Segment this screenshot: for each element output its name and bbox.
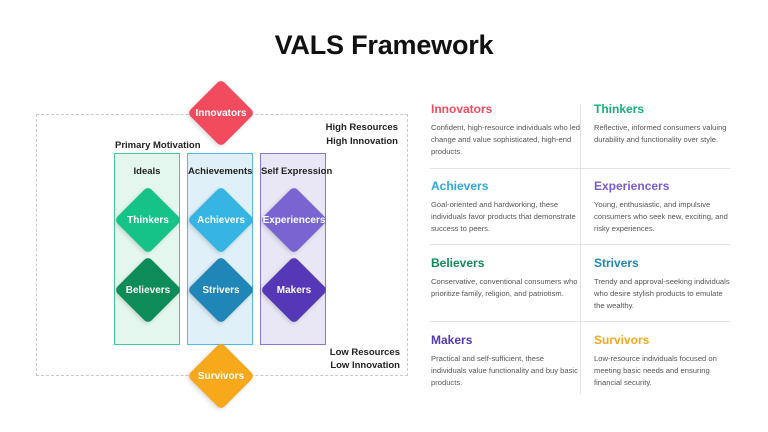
card-believers-desc: Conservative, conventional consumers who… [431, 277, 578, 298]
believers-diamond-label: Believers [125, 285, 171, 296]
high-innovation-label: High Innovation [326, 136, 398, 147]
card-achievers-title: Achievers [431, 179, 489, 193]
card-makers: Makers Practical and self-sufficient, th… [431, 333, 581, 389]
card-makers-desc: Practical and self-sufficient, these ind… [431, 354, 578, 387]
low-resources-label: Low Resources [329, 347, 400, 358]
card-achievers-desc: Goal-oriented and hardworking, these ind… [431, 200, 576, 233]
achievers-diamond-label: Achievers [197, 215, 245, 226]
card-believers: Believers Conservative, conventional con… [431, 256, 581, 300]
card-survivors-title: Survivors [594, 333, 650, 347]
card-thinkers: Thinkers Reflective, informed consumers … [594, 102, 734, 146]
card-grid-divider-2 [430, 244, 730, 245]
card-thinkers-title: Thinkers [594, 102, 645, 116]
card-experiencers: Experiencers Young, enthusiastic, and im… [594, 179, 734, 235]
low-innovation-label: Low Innovation [330, 360, 400, 371]
high-resources-label: High Resources [325, 122, 398, 133]
card-experiencers-desc: Young, enthusiastic, and impulsive consu… [594, 200, 728, 233]
column-ideals-header: Ideals [133, 166, 161, 177]
card-thinkers-desc: Reflective, informed consumers valuing d… [594, 123, 727, 144]
card-survivors: Survivors Low-resource individuals focus… [594, 333, 734, 389]
card-grid-divider-1 [430, 168, 730, 169]
makers-diamond-label: Makers [276, 285, 312, 296]
experiencers-diamond-label: Experiencers [262, 215, 326, 226]
card-makers-title: Makers [431, 333, 473, 347]
primary-motivation-label: Primary Motivation [115, 140, 201, 151]
card-strivers: Strivers Trendy and approval-seeking ind… [594, 256, 734, 312]
column-self-expression-header: Self Expression [261, 166, 333, 177]
strivers-diamond-label: Strivers [202, 285, 240, 296]
card-experiencers-title: Experiencers [594, 179, 670, 193]
card-survivors-desc: Low-resource individuals focused on meet… [594, 354, 717, 387]
card-strivers-desc: Trendy and approval-seeking individuals … [594, 277, 730, 310]
card-grid-divider-3 [430, 321, 730, 322]
thinkers-diamond-label: Thinkers [127, 215, 169, 226]
card-strivers-title: Strivers [594, 256, 639, 270]
page-title: VALS Framework [274, 30, 494, 60]
card-achievers: Achievers Goal-oriented and hardworking,… [431, 179, 581, 235]
card-innovators: Innovators Confident, high-resource indi… [431, 102, 581, 158]
survivors-diamond-label: Survivors [197, 371, 245, 382]
card-grid-divider-vertical [580, 104, 581, 394]
card-innovators-title: Innovators [431, 102, 493, 116]
card-innovators-desc: Confident, high-resource individuals who… [431, 123, 581, 156]
innovators-diamond-label: Innovators [195, 108, 247, 119]
column-achievements-header: Achievements [188, 166, 253, 177]
card-believers-title: Believers [431, 256, 485, 270]
